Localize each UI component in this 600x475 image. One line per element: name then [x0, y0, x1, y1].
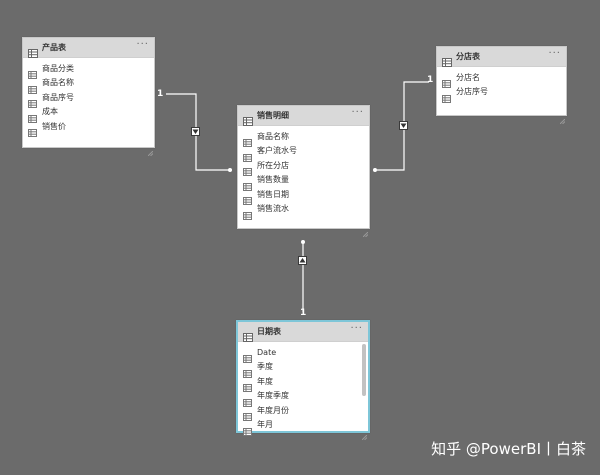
column-icon [243, 205, 252, 220]
column-icon [243, 377, 252, 393]
field-item[interactable]: 商品名称 [238, 129, 369, 148]
table-card-product[interactable]: 产品表 ··· 商品分类 商品名称 商品序号 成本 销售价 [22, 37, 155, 157]
resize-handle[interactable] [362, 222, 369, 238]
cardinality-many-marker [228, 168, 232, 172]
table-title: 日期表 [257, 327, 281, 336]
field-item[interactable]: 销售日期 [238, 187, 369, 206]
more-options-icon[interactable]: ··· [351, 107, 364, 118]
field-list: Date 季度 年度 年度季度 年度月份 年月 [238, 342, 368, 436]
filter-direction-arrow-up-icon[interactable] [298, 256, 307, 265]
filter-direction-arrow-down-icon[interactable] [191, 127, 200, 136]
column-icon [243, 421, 252, 436]
more-options-icon[interactable]: ··· [350, 323, 363, 334]
field-label: 客户流水号 [257, 146, 297, 156]
field-item[interactable]: 商品名称 [23, 76, 154, 94]
table-header[interactable]: 分店表 ··· [437, 47, 566, 67]
field-label: 年度季度 [257, 391, 289, 401]
field-label: 商品分类 [42, 63, 74, 73]
field-item[interactable]: 分店序号 [437, 85, 566, 103]
column-icon [243, 348, 252, 364]
field-label: 商品名称 [42, 78, 74, 88]
field-label: 销售数量 [257, 175, 289, 185]
cardinality-one-label: 1 [300, 308, 307, 318]
field-item[interactable]: 季度 [238, 360, 368, 378]
table-icon [243, 111, 253, 126]
table-header[interactable]: 日期表 ··· [238, 322, 368, 342]
column-icon [442, 73, 451, 89]
field-item[interactable]: 销售价 [23, 119, 154, 138]
field-item[interactable]: 销售流水 [238, 202, 369, 220]
column-icon [28, 79, 37, 94]
filter-direction-arrow-down-icon[interactable] [399, 121, 408, 130]
column-icon [28, 93, 37, 109]
column-icon [243, 190, 252, 206]
resize-handle[interactable] [361, 425, 368, 441]
column-icon [243, 392, 252, 407]
column-icon [28, 108, 37, 123]
column-icon [243, 176, 252, 191]
field-item[interactable]: 所在分店 [238, 158, 369, 177]
table-icon [442, 52, 452, 67]
table-icon [243, 327, 253, 342]
field-label: 销售价 [42, 121, 66, 131]
resize-handle[interactable] [559, 109, 566, 125]
field-item[interactable]: 成本 [23, 105, 154, 123]
field-list: 分店名 分店序号 [437, 67, 566, 103]
column-icon [442, 88, 451, 103]
table-title: 产品表 [42, 43, 66, 52]
field-label: 销售日期 [257, 189, 289, 199]
table-card-sales[interactable]: 销售明细 ··· 商品名称 客户流水号 所在分店 销售数量 销售日期 销售流水 [237, 105, 370, 238]
field-item[interactable]: 年度月份 [238, 403, 368, 422]
resize-handle[interactable] [147, 141, 154, 157]
cardinality-one-label: 1 [427, 75, 434, 85]
more-options-icon[interactable]: ··· [136, 39, 149, 50]
scrollbar[interactable] [362, 344, 366, 396]
more-options-icon[interactable]: ··· [548, 48, 561, 59]
field-item[interactable]: 分店名 [437, 70, 566, 89]
table-card-date[interactable]: 日期表 ··· Date 季度 年度 年度季度 年度月份 年月 [236, 320, 370, 441]
field-label: 年月 [257, 420, 273, 430]
cardinality-many-marker [373, 168, 377, 172]
column-icon [243, 406, 252, 422]
cardinality-many-marker [301, 240, 305, 244]
table-icon [28, 43, 38, 58]
table-header[interactable]: 销售明细 ··· [238, 106, 369, 126]
field-item[interactable]: 客户流水号 [238, 144, 369, 162]
field-label: Date [257, 347, 277, 357]
field-label: 销售流水 [257, 204, 289, 214]
field-list: 商品分类 商品名称 商品序号 成本 销售价 [23, 58, 154, 138]
column-icon [28, 122, 37, 138]
field-item[interactable]: 年度 [238, 374, 368, 393]
table-title: 销售明细 [257, 111, 289, 120]
field-label: 商品序号 [42, 92, 74, 102]
watermark: 知乎 @PowerBI丨白茶 [431, 440, 586, 458]
field-label: 分店序号 [456, 87, 488, 97]
column-icon [243, 132, 252, 148]
field-item[interactable]: 商品分类 [23, 61, 154, 80]
cardinality-one-label: 1 [157, 89, 164, 99]
field-item[interactable]: Date [238, 345, 368, 364]
field-label: 所在分店 [257, 160, 289, 170]
column-icon [243, 363, 252, 378]
table-card-store[interactable]: 分店表 ··· 分店名 分店序号 [436, 46, 567, 125]
field-item[interactable]: 年月 [238, 418, 368, 436]
field-label: 年度 [257, 376, 273, 386]
field-item[interactable]: 商品序号 [23, 90, 154, 109]
field-label: 年度月份 [257, 405, 289, 415]
column-icon [243, 147, 252, 162]
column-icon [243, 161, 252, 177]
table-header[interactable]: 产品表 ··· [23, 38, 154, 58]
field-label: 成本 [42, 107, 58, 117]
field-item[interactable]: 年度季度 [238, 389, 368, 407]
field-label: 分店名 [456, 72, 480, 82]
field-list: 商品名称 客户流水号 所在分店 销售数量 销售日期 销售流水 [238, 126, 369, 220]
field-label: 商品名称 [257, 131, 289, 141]
field-label: 季度 [257, 362, 273, 372]
field-item[interactable]: 销售数量 [238, 173, 369, 191]
column-icon [28, 64, 37, 80]
table-title: 分店表 [456, 52, 480, 61]
